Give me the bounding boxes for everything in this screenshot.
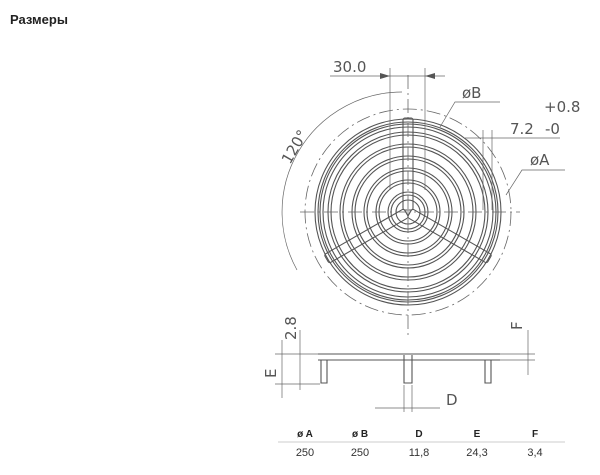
- dim-d-label: D: [446, 391, 458, 409]
- dim-tol-minus: -0: [545, 120, 560, 138]
- table-header: E: [474, 429, 481, 440]
- page-title: Размеры: [10, 12, 68, 27]
- table-cell: 250: [296, 447, 314, 459]
- table-cell: 250: [351, 447, 369, 459]
- side-view: 2.8 E F D: [262, 316, 535, 412]
- dim-tol-plus: +0.8: [544, 98, 580, 116]
- table-cell: 3,4: [527, 447, 542, 459]
- dim-e-label: E: [262, 369, 280, 378]
- dim-b-label: øB: [462, 84, 481, 102]
- angle-label: 120°: [278, 127, 312, 167]
- table-header: F: [532, 429, 538, 440]
- dim-72-label: 7.2: [510, 120, 534, 138]
- spokes: [324, 117, 492, 264]
- table-header: ø A: [297, 429, 313, 440]
- table-cell: 24,3: [466, 447, 487, 459]
- dim-a-label: øA: [530, 151, 550, 169]
- table-header: D: [415, 429, 422, 440]
- table-cell: 11,8: [409, 447, 430, 459]
- table-header: ø B: [352, 429, 368, 440]
- dim-30-label: 30.0: [333, 58, 366, 76]
- dim-28-label: 2.8: [282, 316, 300, 340]
- dim-f-label: F: [508, 321, 526, 330]
- dimensions-table: ø A ø B D E F 250 250 11,8 24,3 3,4: [278, 429, 565, 459]
